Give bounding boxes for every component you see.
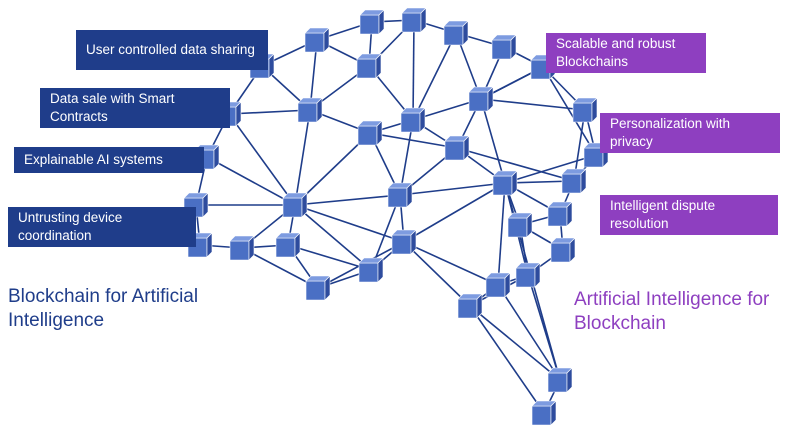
network-edge bbox=[497, 284, 561, 381]
label-untrusting-device-coordination: Untrusting device coordination bbox=[8, 207, 196, 247]
cube-icon bbox=[561, 168, 587, 194]
cube-icon bbox=[356, 53, 382, 79]
network-edge bbox=[399, 182, 506, 196]
network-edge bbox=[399, 119, 414, 196]
network-edge bbox=[369, 132, 458, 149]
cube-icon bbox=[531, 400, 557, 426]
cube-icon bbox=[387, 182, 413, 208]
cube-icon bbox=[507, 212, 533, 238]
cube-icon bbox=[400, 107, 426, 133]
cube-icon bbox=[304, 27, 330, 53]
network-edge bbox=[294, 109, 311, 206]
cube-icon bbox=[357, 120, 383, 146]
network-edge bbox=[294, 204, 405, 243]
network-edge bbox=[241, 247, 319, 289]
network-edge bbox=[228, 109, 311, 115]
network-edge bbox=[542, 66, 597, 156]
label-data-sale-smart-contracts: Data sale with Smart Contracts bbox=[40, 88, 230, 128]
network-edge bbox=[412, 19, 415, 121]
cube-icon bbox=[547, 201, 573, 227]
label-user-controlled-data-sharing: User controlled data sharing bbox=[76, 30, 268, 70]
network-edge bbox=[228, 113, 296, 206]
cube-icon bbox=[305, 275, 331, 301]
cube-icon bbox=[550, 237, 576, 263]
label-scalable-robust-blockchains: Scalable and robust Blockchains bbox=[546, 33, 706, 73]
cube-icon bbox=[187, 232, 213, 258]
cube-icon bbox=[572, 97, 598, 123]
cube-icon bbox=[468, 86, 494, 112]
network-edge bbox=[287, 244, 372, 271]
cube-icon bbox=[492, 170, 518, 196]
network-edge bbox=[294, 132, 371, 206]
network-edge bbox=[294, 194, 401, 206]
cube-icon bbox=[358, 257, 384, 283]
network-edge bbox=[206, 156, 296, 206]
label-explainable-ai-systems: Explainable AI systems bbox=[14, 147, 204, 173]
network-edge bbox=[497, 182, 506, 286]
cube-icon bbox=[297, 97, 323, 123]
network-edge bbox=[403, 182, 506, 243]
cube-icon bbox=[275, 232, 301, 258]
label-personalization-with-privacy: Personalization with privacy bbox=[600, 113, 780, 153]
network-edge bbox=[469, 305, 545, 414]
caption-ai-for-blockchain: Artificial Intelligence for Blockchain bbox=[574, 289, 770, 334]
network-edge bbox=[480, 98, 586, 111]
network-edge bbox=[412, 32, 457, 121]
cube-icon bbox=[229, 235, 255, 261]
network-edge bbox=[403, 241, 499, 286]
cube-icon bbox=[457, 293, 483, 319]
cube-icon bbox=[515, 262, 541, 288]
network-nodes bbox=[183, 7, 609, 426]
network-edge bbox=[504, 154, 597, 184]
cube-icon bbox=[444, 135, 470, 161]
caption-blockchain-for-ai: Blockchain for Artificial Intelligence bbox=[8, 286, 199, 331]
cube-icon bbox=[359, 9, 385, 35]
network-edge bbox=[403, 241, 471, 307]
cube-icon bbox=[401, 7, 427, 33]
network-edge bbox=[469, 305, 561, 381]
cube-icon bbox=[547, 367, 573, 393]
cube-icon bbox=[443, 20, 469, 46]
label-intelligent-dispute-resolution: Intelligent dispute resolution bbox=[600, 195, 778, 235]
network-edge bbox=[294, 204, 372, 271]
cube-icon bbox=[491, 34, 517, 60]
cube-icon bbox=[485, 272, 511, 298]
cube-icon bbox=[391, 229, 417, 255]
network-edge bbox=[456, 147, 575, 182]
network-edge bbox=[370, 194, 401, 271]
cube-icon bbox=[282, 192, 308, 218]
network-edge bbox=[480, 98, 506, 184]
